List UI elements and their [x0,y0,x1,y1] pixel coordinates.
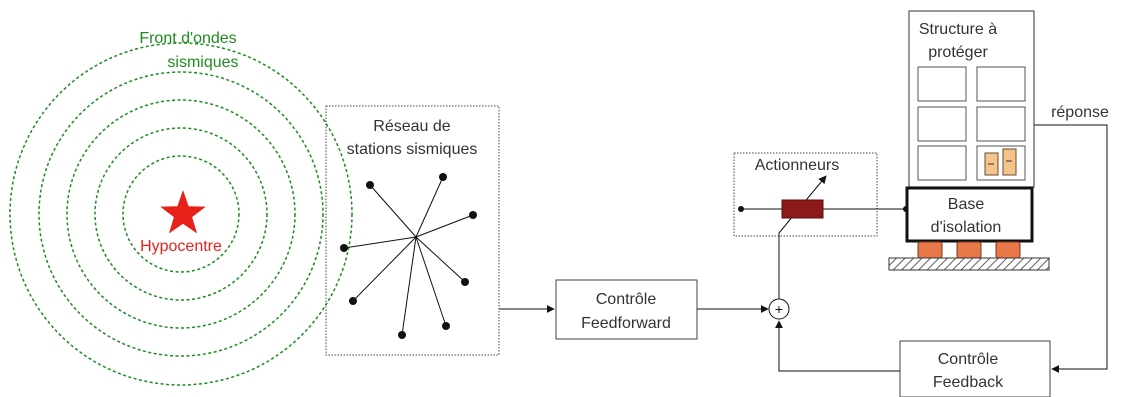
door-icon [984,148,1017,176]
star-icon [160,190,206,234]
actuators-label: Actionneurs [755,157,840,174]
isolator [917,241,943,259]
wavefront-ring-1 [122,155,240,273]
feedback-label-line2: Feedback [933,374,1004,391]
window [976,66,1026,102]
wavefront-label-line1: Front d'ondes [139,30,236,47]
feedforward-label-line1: Contrôle [596,291,657,308]
arrow-feedback-to-sum [775,320,900,372]
station-links [343,176,474,336]
station-node [398,331,406,339]
ground-hatch [888,257,1050,271]
feedback-label-line1: Contrôle [938,351,999,368]
station-node [439,173,447,181]
window [917,66,967,102]
station-network-label-line1: Réseau de [373,118,450,135]
isolation-base-label-line1: Base [948,196,985,213]
structure-label-line1: Structure à [919,21,997,38]
wavefront-ring-4 [38,71,324,357]
station-node [366,181,374,189]
isolator [995,241,1021,259]
wavefront-ring-5 [9,42,353,386]
structure-label-line2: protéger [928,44,988,61]
feedback-control-box [899,340,1051,397]
actuators-box [733,152,878,237]
station-node [461,278,469,286]
response-feedback-path [1034,124,1108,373]
summing-junction-sign: + [775,301,783,317]
isolation-base-label-line2: d'isolation [931,219,1002,236]
window [976,106,1026,142]
station-node [442,322,450,330]
wavefront-ring-2 [94,127,268,301]
actuator-anchor [738,206,744,212]
window [917,145,967,181]
window [976,145,1026,181]
wavefront-ring-3 [66,99,296,329]
window [917,106,967,142]
station-network-label-line2: stations sismiques [347,141,478,158]
wavefront-label-line2: sismiques [167,54,238,71]
actuator-block [781,199,824,219]
isolator [956,241,982,259]
feedforward-label-line2: Feedforward [581,315,671,332]
station-node [340,244,348,252]
isolator-bearings [917,241,1021,259]
isolation-base [905,186,1034,243]
station-node [469,211,477,219]
response-label: réponse [1051,104,1109,121]
wavefront-circles [9,42,353,386]
station-node [349,297,357,305]
station-network-box [325,105,500,356]
hypocentre-label: Hypocentre [140,238,222,255]
seismic-stations [340,173,477,339]
